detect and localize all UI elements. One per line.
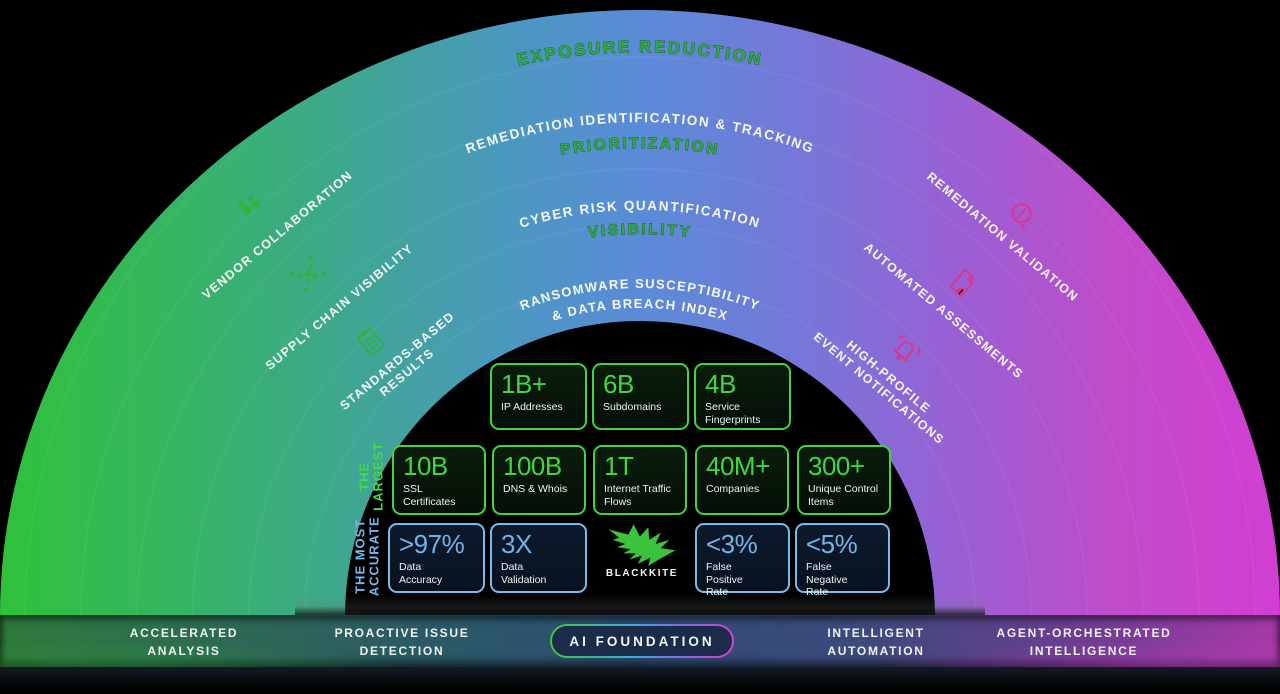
stat-label: Service Fingerprints [705,401,761,426]
stat-card-ip-addresses: 1B+ IP Addresses [490,363,587,430]
stat-value: 100B [503,451,562,481]
stat-label: Internet Traffic Flows [604,483,671,508]
stat-card-data-validation: 3X Data Validation [490,523,587,593]
stat-card-internet-traffic-flows: 1T Internet Traffic Flows [593,445,687,515]
ai-foundation-label: AI FOUNDATION [552,626,732,656]
stat-value: 3X [501,529,532,559]
stat-card-companies: 40M+ Companies [695,445,789,515]
data-quality-caption: THE MOST ACCURATE [352,516,382,597]
footer-item-intelligent-automation: INTELLIGENT AUTOMATION [827,626,925,658]
stat-card-unique-control-items: 300+ Unique Control Items [797,445,891,515]
ground-shadow [295,594,985,616]
stat-value: 10B [403,451,448,481]
brand-logo: BLACKKITE [596,521,688,593]
stat-value: 1B+ [501,369,547,399]
stat-value: >97% [399,529,465,559]
stat-label: IP Addresses [501,401,563,414]
stat-label: False Positive Rate [706,561,743,599]
footer-item-accelerated-analysis: ACCELERATED ANALYSIS [129,626,239,658]
data-scale-caption: THE LARGEST [356,441,386,511]
stat-label: False Negative Rate [806,561,848,599]
footer-item-proactive-detection: PROACTIVE ISSUE DETECTION [334,626,470,658]
stat-card-subdomains: 6B Subdomains [592,363,689,430]
stat-label: Subdomains [603,401,662,414]
stat-value: 6B [603,369,634,399]
stat-card-false-negative-rate: <5% False Negative Rate [795,523,890,598]
stat-card-ssl-certificates: 10B SSL Certificates [392,445,486,515]
stat-card-false-positive-rate: <3% False Positive Rate [695,523,790,598]
stat-label: Companies [706,483,760,496]
bottom-fade [0,667,1280,694]
stat-label: Data Accuracy [399,561,443,586]
kite-bird-icon [608,524,676,566]
stat-value: 40M+ [706,451,770,481]
stat-value: 4B [705,369,736,399]
stat-label: SSL Certificates [403,483,456,508]
stat-value: 1T [604,451,634,481]
stat-card-data-accuracy: >97% Data Accuracy [388,523,485,593]
stat-value: <5% [806,529,858,559]
stat-label: Data Validation [501,561,547,586]
stat-card-dns-whois: 100B DNS & Whois [492,445,586,515]
stat-card-service-fingerprints: 4B Service Fingerprints [694,363,791,430]
stat-label: Unique Control Items [808,483,879,508]
stat-value: 300+ [808,451,865,481]
footer-item-agent-orchestrated: AGENT-ORCHESTRATED INTELLIGENCE [996,626,1172,658]
brand-wordmark: BLACKKITE [605,568,679,579]
stat-value: <3% [706,529,758,559]
ai-foundation-pill: AI FOUNDATION [550,624,734,658]
stat-label: DNS & Whois [503,483,568,496]
